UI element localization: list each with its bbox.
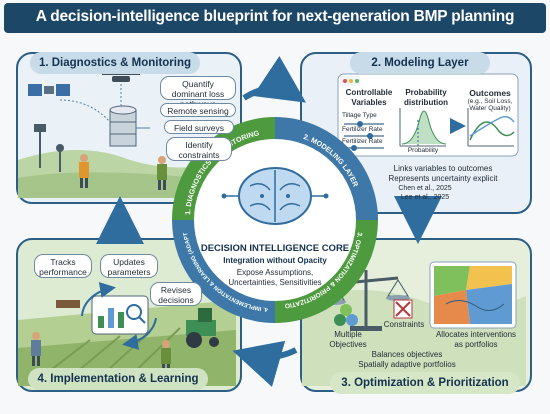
- label-constraints: Constraints: [383, 320, 425, 329]
- heading-diagnostics: 1. Diagnostics & Monitoring: [30, 52, 200, 74]
- tractor-icon: [186, 308, 219, 348]
- implementation-scenery: [18, 282, 236, 387]
- satellite-icon: [28, 84, 70, 96]
- constraints-icon: [393, 299, 413, 319]
- bubble-revises-decisions: Revises decisions: [150, 282, 202, 306]
- bubble-field-surveys: Field surveys: [164, 120, 234, 134]
- brain-icon: [221, 167, 329, 225]
- sensor-icon: [34, 124, 64, 172]
- ref-lee: Lee et al., 2025: [400, 194, 450, 201]
- page-title: A decision-intelligence blueprint for ne…: [35, 8, 515, 25]
- heading-optimization: 3. Optimization & Prioritization: [330, 372, 520, 394]
- heading-modeling: 2. Modeling Layer: [350, 52, 490, 74]
- database-icon: [109, 105, 137, 147]
- caption-links-variables: Links variables to outcomes: [393, 164, 493, 173]
- label-spatially-adaptive: Spatially adaptive portfolios: [358, 360, 456, 369]
- label-var-fertilizer-2: Fertilizer Rate: [342, 138, 383, 145]
- label-probability-axis: Probability: [407, 147, 439, 154]
- label-outcomes-sub: (e.g., Soil Loss, Water Quality): [467, 98, 513, 112]
- modeling-graphics: [337, 73, 519, 157]
- portfolio-map-icon: [429, 261, 517, 329]
- caption-represents-uncertainty: Represents uncertainty explicit: [388, 174, 498, 183]
- core-subtitle: Integration without Opacity: [223, 256, 327, 265]
- label-multiple-objectives: Multiple Objectives: [329, 330, 367, 349]
- label-var-tillage: Tillage Type: [342, 112, 377, 119]
- core-line-2: Uncertainties, Sensitivities: [228, 278, 322, 287]
- dashboard-icon: [91, 295, 149, 335]
- label-probability-distribution: Probability distribution: [404, 88, 448, 107]
- bubble-tracks-performance: Tracks performance: [34, 254, 92, 278]
- label-balances-objectives: Balances objectives: [371, 350, 443, 359]
- core-line-1: Expose Assumptions,: [236, 268, 314, 277]
- label-allocates-interventions: Allocates interventions as portfolios: [435, 330, 517, 349]
- field-worker-icon: [79, 154, 167, 190]
- ref-chen: Chen et al., 2025: [398, 185, 452, 192]
- heading-implementation: 4. Implementation & Learning: [28, 368, 208, 390]
- arrow-3-to-4: [232, 340, 298, 387]
- label-var-fertilizer-1: Fertilizer Rate: [342, 126, 383, 133]
- bubble-remote-sensing: Remote sensing: [160, 103, 236, 117]
- title-bar: A decision-intelligence blueprint for ne…: [4, 3, 546, 33]
- optimization-graphics: [302, 261, 526, 386]
- core-title: DECISION INTELLIGENCE CORE: [200, 243, 350, 254]
- bubble-updates-parameters: Updates parameters: [100, 254, 158, 278]
- bubble-identify-constraints: Identify constraints: [166, 137, 232, 161]
- label-controllable-variables: Controllable Variables: [345, 88, 393, 107]
- arrow-1-to-2: [242, 56, 306, 103]
- label-outcomes: Outcomes: [469, 88, 511, 98]
- bubble-loss-pathways: Quantify dominant loss pathways: [160, 76, 236, 109]
